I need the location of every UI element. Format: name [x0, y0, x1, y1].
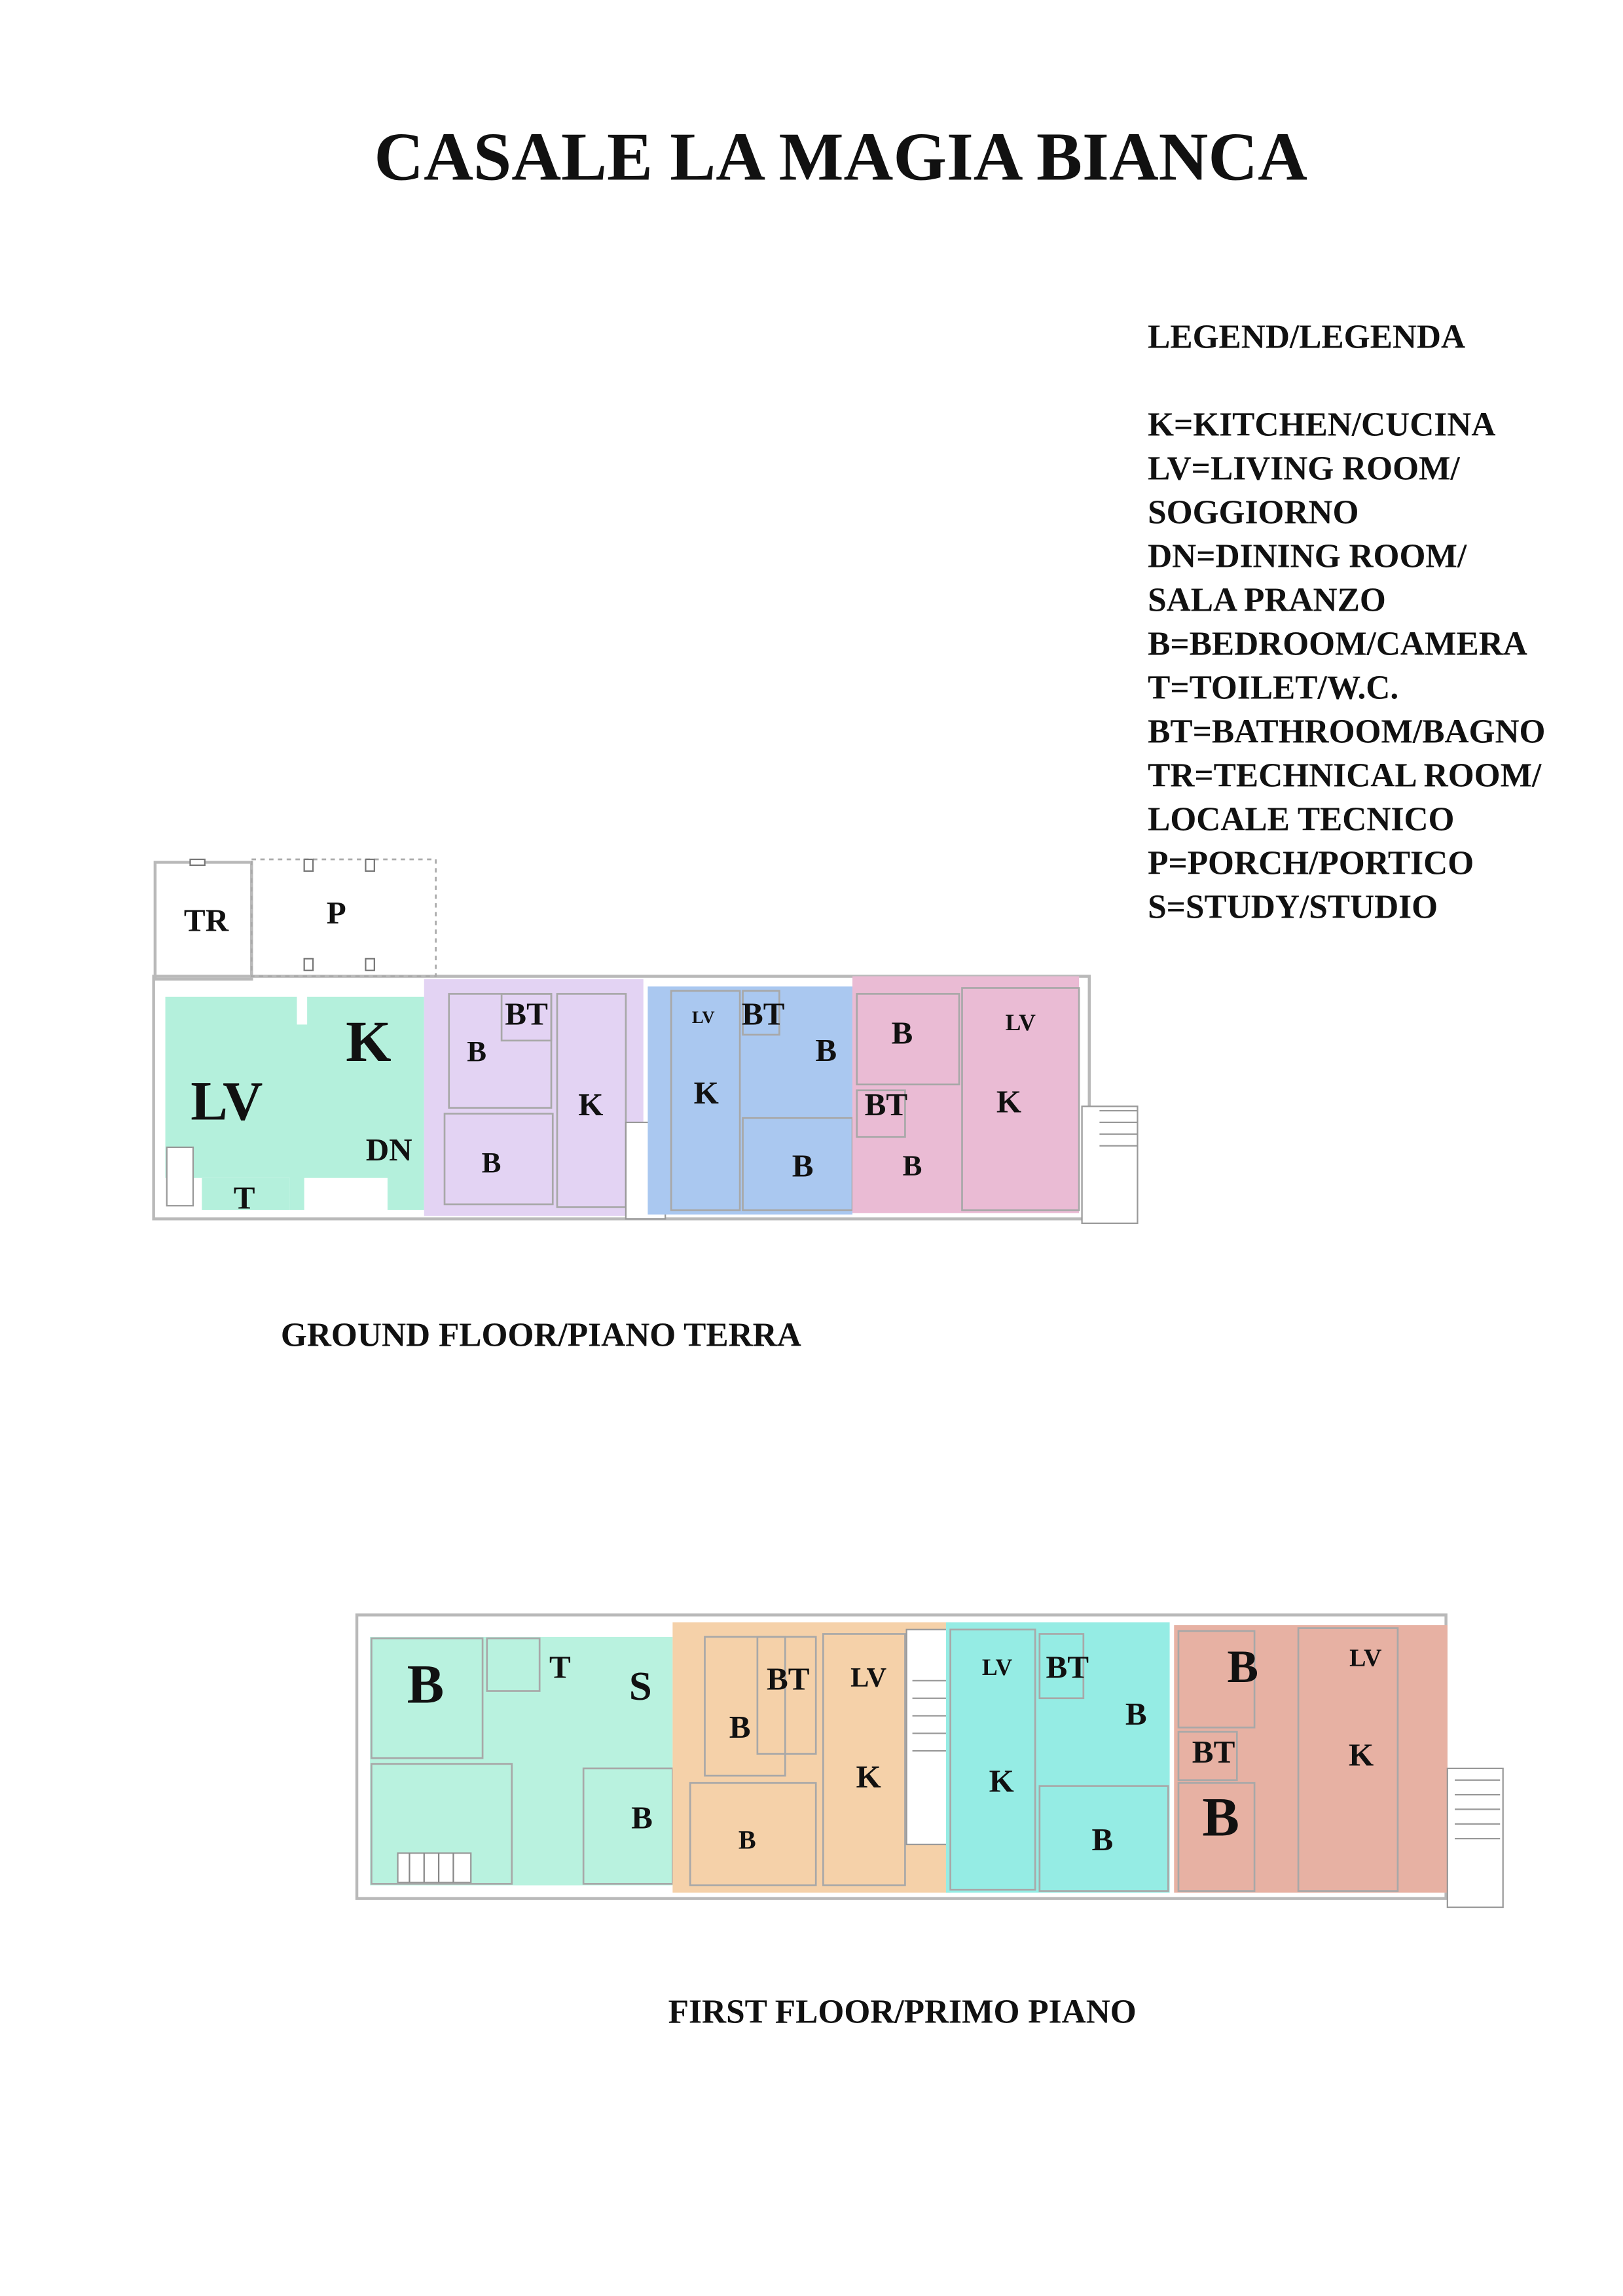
room-label: LV	[850, 1662, 886, 1693]
room-label: P	[327, 895, 346, 931]
room-label: K	[694, 1075, 719, 1111]
room-label: B	[482, 1146, 501, 1179]
first-unit-4	[1174, 1625, 1448, 1893]
room-label: TR	[184, 902, 229, 938]
legend-line: S=STUDY/STUDIO	[1148, 888, 1438, 925]
ground-unit-1	[165, 996, 424, 1210]
room-label: K	[989, 1763, 1014, 1799]
room-label: B	[792, 1148, 814, 1184]
legend-line: SOGGIORNO	[1148, 493, 1359, 531]
room-label: BT	[865, 1086, 908, 1122]
legend-heading: LEGEND/LEGENDA	[1148, 318, 1465, 355]
room-label: LV	[692, 1007, 715, 1027]
room-label: K	[346, 1009, 391, 1074]
legend: LEGEND/LEGENDA K=KITCHEN/CUCINA LV=LIVIN…	[1148, 318, 1545, 925]
room-label: BT	[1192, 1734, 1235, 1770]
room-label: K	[1349, 1736, 1374, 1772]
page-title: CASALE LA MAGIA BIANCA	[374, 118, 1307, 195]
legend-line: BT=BATHROOM/BAGNO	[1148, 713, 1545, 750]
room-label: LV	[1006, 1009, 1036, 1035]
room-label: K	[996, 1083, 1021, 1119]
legend-line: SALA PRANZO	[1148, 581, 1386, 619]
room-label: S	[629, 1663, 652, 1709]
first-unit-3	[945, 1622, 1170, 1893]
room-label: BT	[742, 996, 785, 1031]
legend-line: DN=DINING ROOM/	[1148, 537, 1467, 575]
first-floor-caption: FIRST FLOOR/PRIMO PIANO	[668, 1993, 1137, 2030]
ground-room-labels: TR P K LV DN T B BT K B LV BT K B BT B B…	[184, 895, 1036, 1215]
room-label: BT	[505, 996, 548, 1031]
ground-unit-3	[647, 986, 854, 1215]
room-label: B	[1202, 1787, 1239, 1848]
ground-floor-plan: TR P K LV DN T B BT K B LV BT K B BT B B…	[152, 858, 1139, 1225]
first-unit-2	[672, 1622, 951, 1893]
room-label: BT	[767, 1660, 810, 1696]
room-label: B	[815, 1032, 837, 1068]
legend-line: K=KITCHEN/CUCINA	[1148, 406, 1495, 443]
room-label: K	[856, 1759, 881, 1795]
room-label: B	[467, 1035, 486, 1067]
room-label: B	[729, 1709, 751, 1745]
room-label: B	[1125, 1696, 1147, 1732]
first-unit-1	[370, 1636, 674, 1886]
room-label: B	[1091, 1821, 1113, 1857]
first-floor-plan: B T S B BT LV B K B LV BT B K B B LV BT …	[355, 1613, 1504, 1909]
legend-line: B=BEDROOM/CAMERA	[1148, 625, 1527, 662]
room-label: K	[578, 1086, 603, 1122]
ground-floor-caption: GROUND FLOOR/PIANO TERRA	[281, 1317, 801, 1354]
room-label: LV	[982, 1654, 1013, 1680]
first-room-labels: B T S B BT LV B K B LV BT B K B B LV BT …	[407, 1641, 1382, 1857]
room-label: B	[739, 1825, 756, 1855]
room-label: B	[892, 1014, 913, 1050]
room-label: T	[549, 1649, 571, 1685]
room-label: DN	[366, 1132, 412, 1168]
room-label: B	[1227, 1641, 1258, 1693]
legend-line: P=PORCH/PORTICO	[1148, 844, 1474, 882]
room-label: B	[407, 1653, 445, 1715]
legend-line: T=TOILET/W.C.	[1148, 669, 1398, 706]
room-label: T	[234, 1180, 255, 1216]
room-label: LV	[1349, 1645, 1381, 1672]
unit-fill	[165, 996, 424, 1210]
room-label: LV	[191, 1070, 263, 1132]
room-label: B	[631, 1799, 653, 1835]
ground-unit-2	[424, 979, 644, 1216]
legend-line: TR=TECHNICAL ROOM/	[1148, 757, 1542, 794]
ground-unit-4	[852, 976, 1080, 1213]
room-label: BT	[1046, 1649, 1089, 1685]
legend-line: LOCALE TECNICO	[1148, 800, 1454, 838]
room-label: B	[903, 1149, 922, 1181]
legend-line: LV=LIVING ROOM/	[1148, 450, 1460, 487]
